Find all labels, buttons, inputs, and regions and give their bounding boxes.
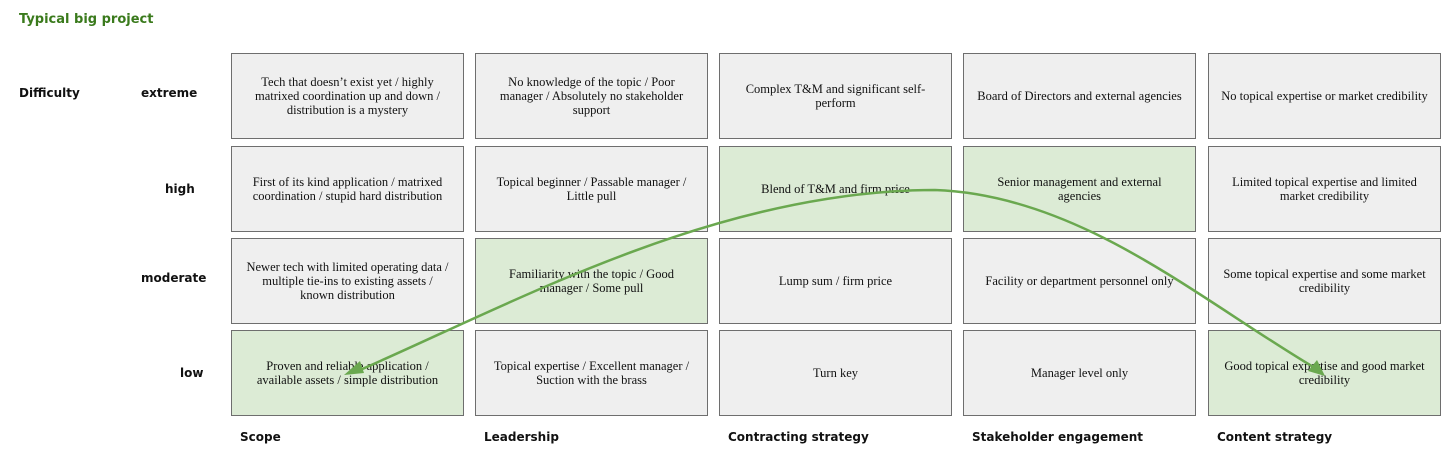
cell-stakeholder-high: Senior management and external agencies	[963, 146, 1196, 232]
cell-content-low: Good topical expertise and good market c…	[1208, 330, 1441, 416]
cell-text: No topical expertise or market credibili…	[1221, 89, 1428, 103]
cell-text: Board of Directors and external agencies	[977, 89, 1182, 103]
cell-text: Manager level only	[1030, 366, 1129, 380]
cell-text: Complex T&M and significant self-perform	[745, 82, 926, 110]
cell-text: Limited topical expertise and limited ma…	[1232, 175, 1417, 203]
cell-text: Lump sum / firm price	[778, 274, 893, 288]
cell-scope-low: Proven and reliable application / availa…	[231, 330, 464, 416]
cell-content-high: Limited topical expertise and limited ma…	[1208, 146, 1441, 232]
cell-text: Senior management and external agencies	[997, 175, 1162, 203]
cell-content-extreme: No topical expertise or market credibili…	[1208, 53, 1441, 139]
cell-leadership-moderate: Familiarity with the topic / Good manage…	[475, 238, 708, 324]
cell-text: Topical expertise / Excellent manager / …	[493, 359, 690, 387]
cell-scope-extreme: Tech that doesn’t exist yet / highly mat…	[231, 53, 464, 139]
cell-text: Turn key	[812, 366, 859, 380]
cell-text: Familiarity with the topic / Good manage…	[509, 267, 674, 295]
cell-text: Newer tech with limited operating data /…	[246, 260, 449, 302]
cell-contracting-high: Blend of T&M and firm price	[719, 146, 952, 232]
cell-contracting-low: Turn key	[719, 330, 952, 416]
cell-text: No knowledge of the topic / Poor manager…	[499, 75, 684, 117]
cell-text: Topical beginner / Passable manager / Li…	[496, 175, 687, 203]
cell-leadership-high: Topical beginner / Passable manager / Li…	[475, 146, 708, 232]
cell-contracting-moderate: Lump sum / firm price	[719, 238, 952, 324]
column-label-scope: Scope	[240, 430, 281, 444]
cell-leadership-extreme: No knowledge of the topic / Poor manager…	[475, 53, 708, 139]
cell-scope-moderate: Newer tech with limited operating data /…	[231, 238, 464, 324]
cell-text: Blend of T&M and firm price	[761, 182, 910, 196]
cell-text: First of its kind application / matrixed…	[252, 175, 443, 203]
column-label-leadership: Leadership	[484, 430, 559, 444]
column-label-stakeholder-engagement: Stakeholder engagement	[972, 430, 1144, 444]
cell-content-moderate: Some topical expertise and some market c…	[1208, 238, 1441, 324]
row-label-moderate: moderate	[141, 271, 207, 285]
cell-scope-high: First of its kind application / matrixed…	[231, 146, 464, 232]
row-label-high: high	[165, 182, 195, 196]
cell-stakeholder-moderate: Facility or department personnel only	[963, 238, 1196, 324]
row-label-low: low	[180, 366, 204, 380]
cell-text: Some topical expertise and some market c…	[1223, 267, 1426, 295]
cell-text: Good topical expertise and good market c…	[1224, 359, 1425, 387]
column-label-contracting-strategy: Contracting strategy	[728, 430, 869, 444]
cell-text: Tech that doesn’t exist yet / highly mat…	[254, 75, 441, 117]
diagram-title: Typical big project	[19, 12, 154, 27]
difficulty-axis-label: Difficulty	[19, 86, 80, 100]
cell-stakeholder-low: Manager level only	[963, 330, 1196, 416]
cell-contracting-extreme: Complex T&M and significant self-perform	[719, 53, 952, 139]
column-label-content-strategy: Content strategy	[1217, 430, 1333, 444]
row-label-extreme: extreme	[141, 86, 198, 100]
cell-text: Proven and reliable application / availa…	[256, 359, 439, 387]
cell-stakeholder-extreme: Board of Directors and external agencies	[963, 53, 1196, 139]
cell-leadership-low: Topical expertise / Excellent manager / …	[475, 330, 708, 416]
cell-text: Facility or department personnel only	[985, 274, 1174, 288]
